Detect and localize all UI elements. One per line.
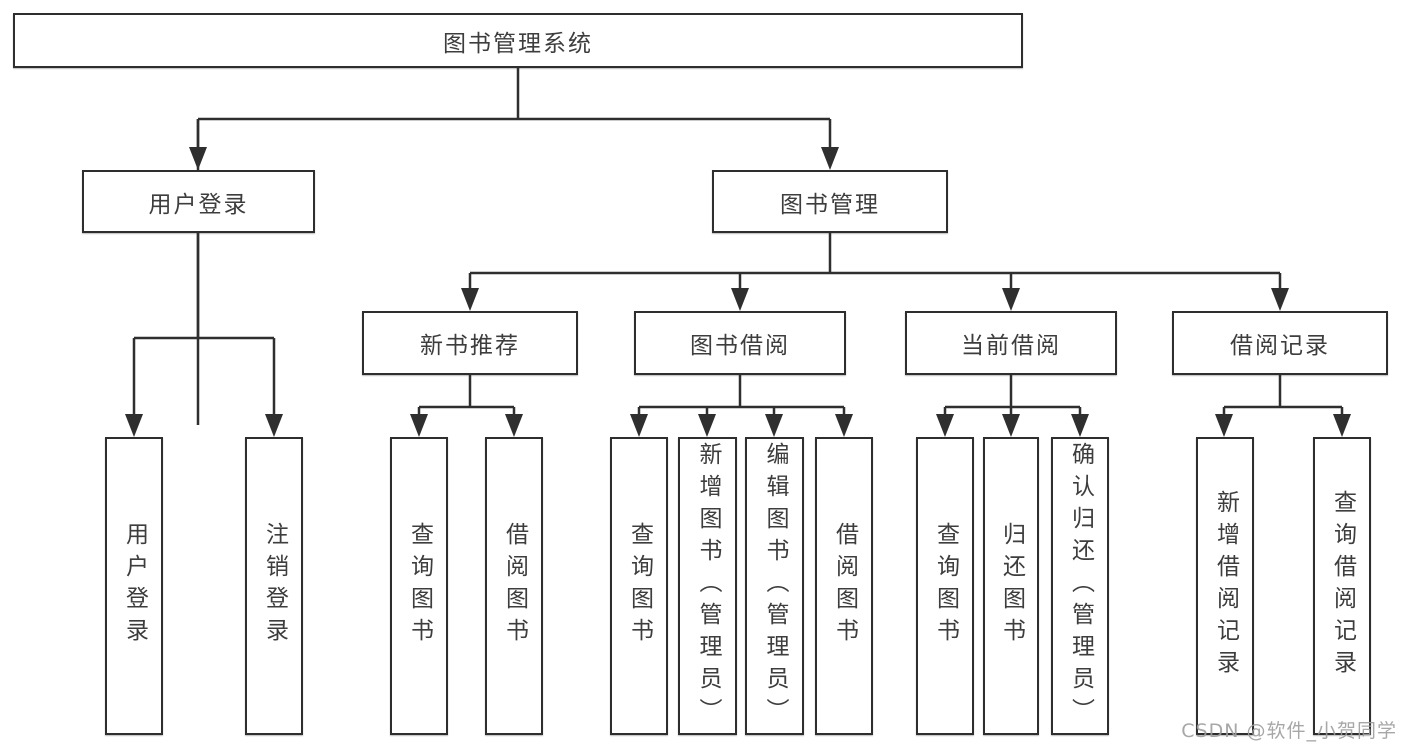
leaf-newbook-query-books: 查询图书 [390,437,448,735]
connector-lines [132,119,1344,428]
leaf-record-query-borrow-record: 查询借阅记录 [1313,437,1371,735]
leaf-borrow-add-books-admin: 新增图书（管理员） [678,437,737,735]
leaf-borrow-borrow-books: 借阅图书 [815,437,873,735]
node-borrow-record: 借阅记录 [1172,311,1388,375]
node-root-system: 图书管理系统 [13,13,1023,68]
leaf-logout: 注销登录 [245,437,303,735]
leaf-newbook-borrow-books: 借阅图书 [485,437,543,735]
leaf-user-login: 用户登录 [105,437,163,735]
node-book-management-branch: 图书管理 [712,170,948,233]
node-user-login-branch: 用户登录 [82,170,315,233]
leaf-record-add-borrow-record: 新增借阅记录 [1196,437,1254,735]
node-current-borrow: 当前借阅 [905,311,1117,375]
node-book-borrow: 图书借阅 [634,311,846,375]
leaf-borrow-edit-books-admin: 编辑图书（管理员） [745,437,804,735]
leaf-current-return-books: 归还图书 [983,437,1039,735]
csdn-watermark: CSDN @软件_小贺同学 [1181,720,1397,742]
node-new-book-recommend: 新书推荐 [362,311,578,375]
leaf-current-confirm-return-admin: 确认归还（管理员） [1051,437,1109,735]
leaf-current-query-books: 查询图书 [916,437,974,735]
leaf-borrow-query-books: 查询图书 [610,437,668,735]
